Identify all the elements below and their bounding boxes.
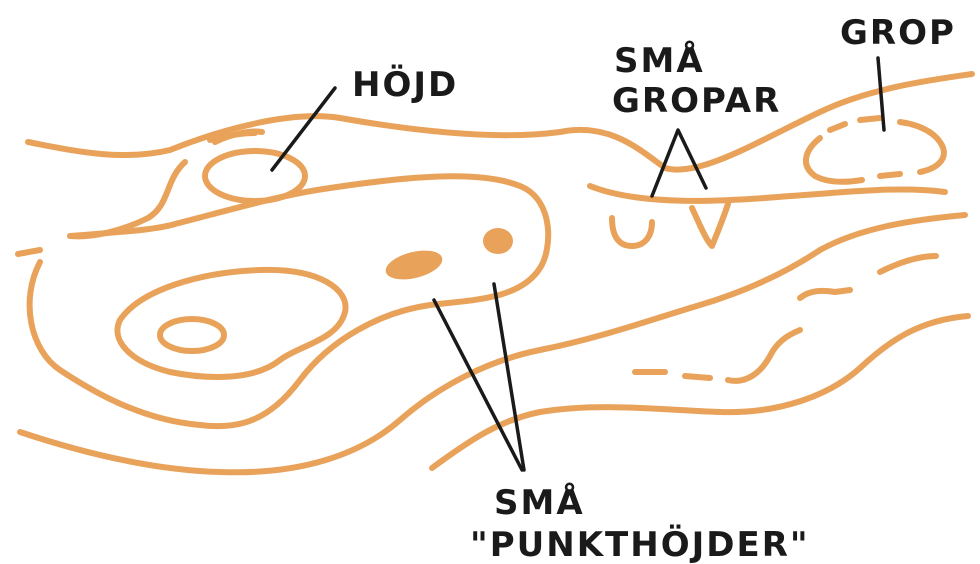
contour-mid-right: [590, 186, 945, 201]
grop-contour-b: [880, 174, 900, 176]
point-height-left: [383, 245, 446, 284]
contour-central-outer: [30, 176, 549, 426]
contour-second-left-dash: [18, 250, 40, 254]
label-grop: GROP: [840, 13, 956, 53]
contour-inner-hill: [117, 270, 345, 377]
label-punkt-line1: SMÅ: [494, 482, 585, 523]
pit-u: [612, 218, 652, 246]
grop-contour-e: [830, 124, 845, 130]
contour-lines: [18, 74, 972, 472]
point-heights: [383, 228, 513, 285]
contour-mid-right-dash: [800, 290, 850, 298]
point-height-right: [483, 228, 513, 254]
grop-contour-c: [900, 122, 944, 172]
pit-v: [692, 204, 728, 246]
label-punkt-line2: "PUNKTHÖJDER": [470, 524, 810, 564]
pointer-hojd: [272, 88, 335, 170]
label-hojd: HÖJD: [352, 64, 458, 105]
grop-contour-d: [860, 118, 880, 120]
contour-top: [28, 74, 972, 170]
label-sma-gropar-line1: SMÅ: [614, 40, 705, 81]
label-sma-gropar-line2: GROPAR: [612, 81, 781, 121]
contour-innermost-hill: [160, 319, 224, 351]
contour-mid-right-dash2: [880, 256, 936, 272]
contour-dash-right: [728, 330, 800, 381]
grop-contour-a: [806, 138, 862, 182]
contour-dash-mid: [685, 376, 710, 378]
